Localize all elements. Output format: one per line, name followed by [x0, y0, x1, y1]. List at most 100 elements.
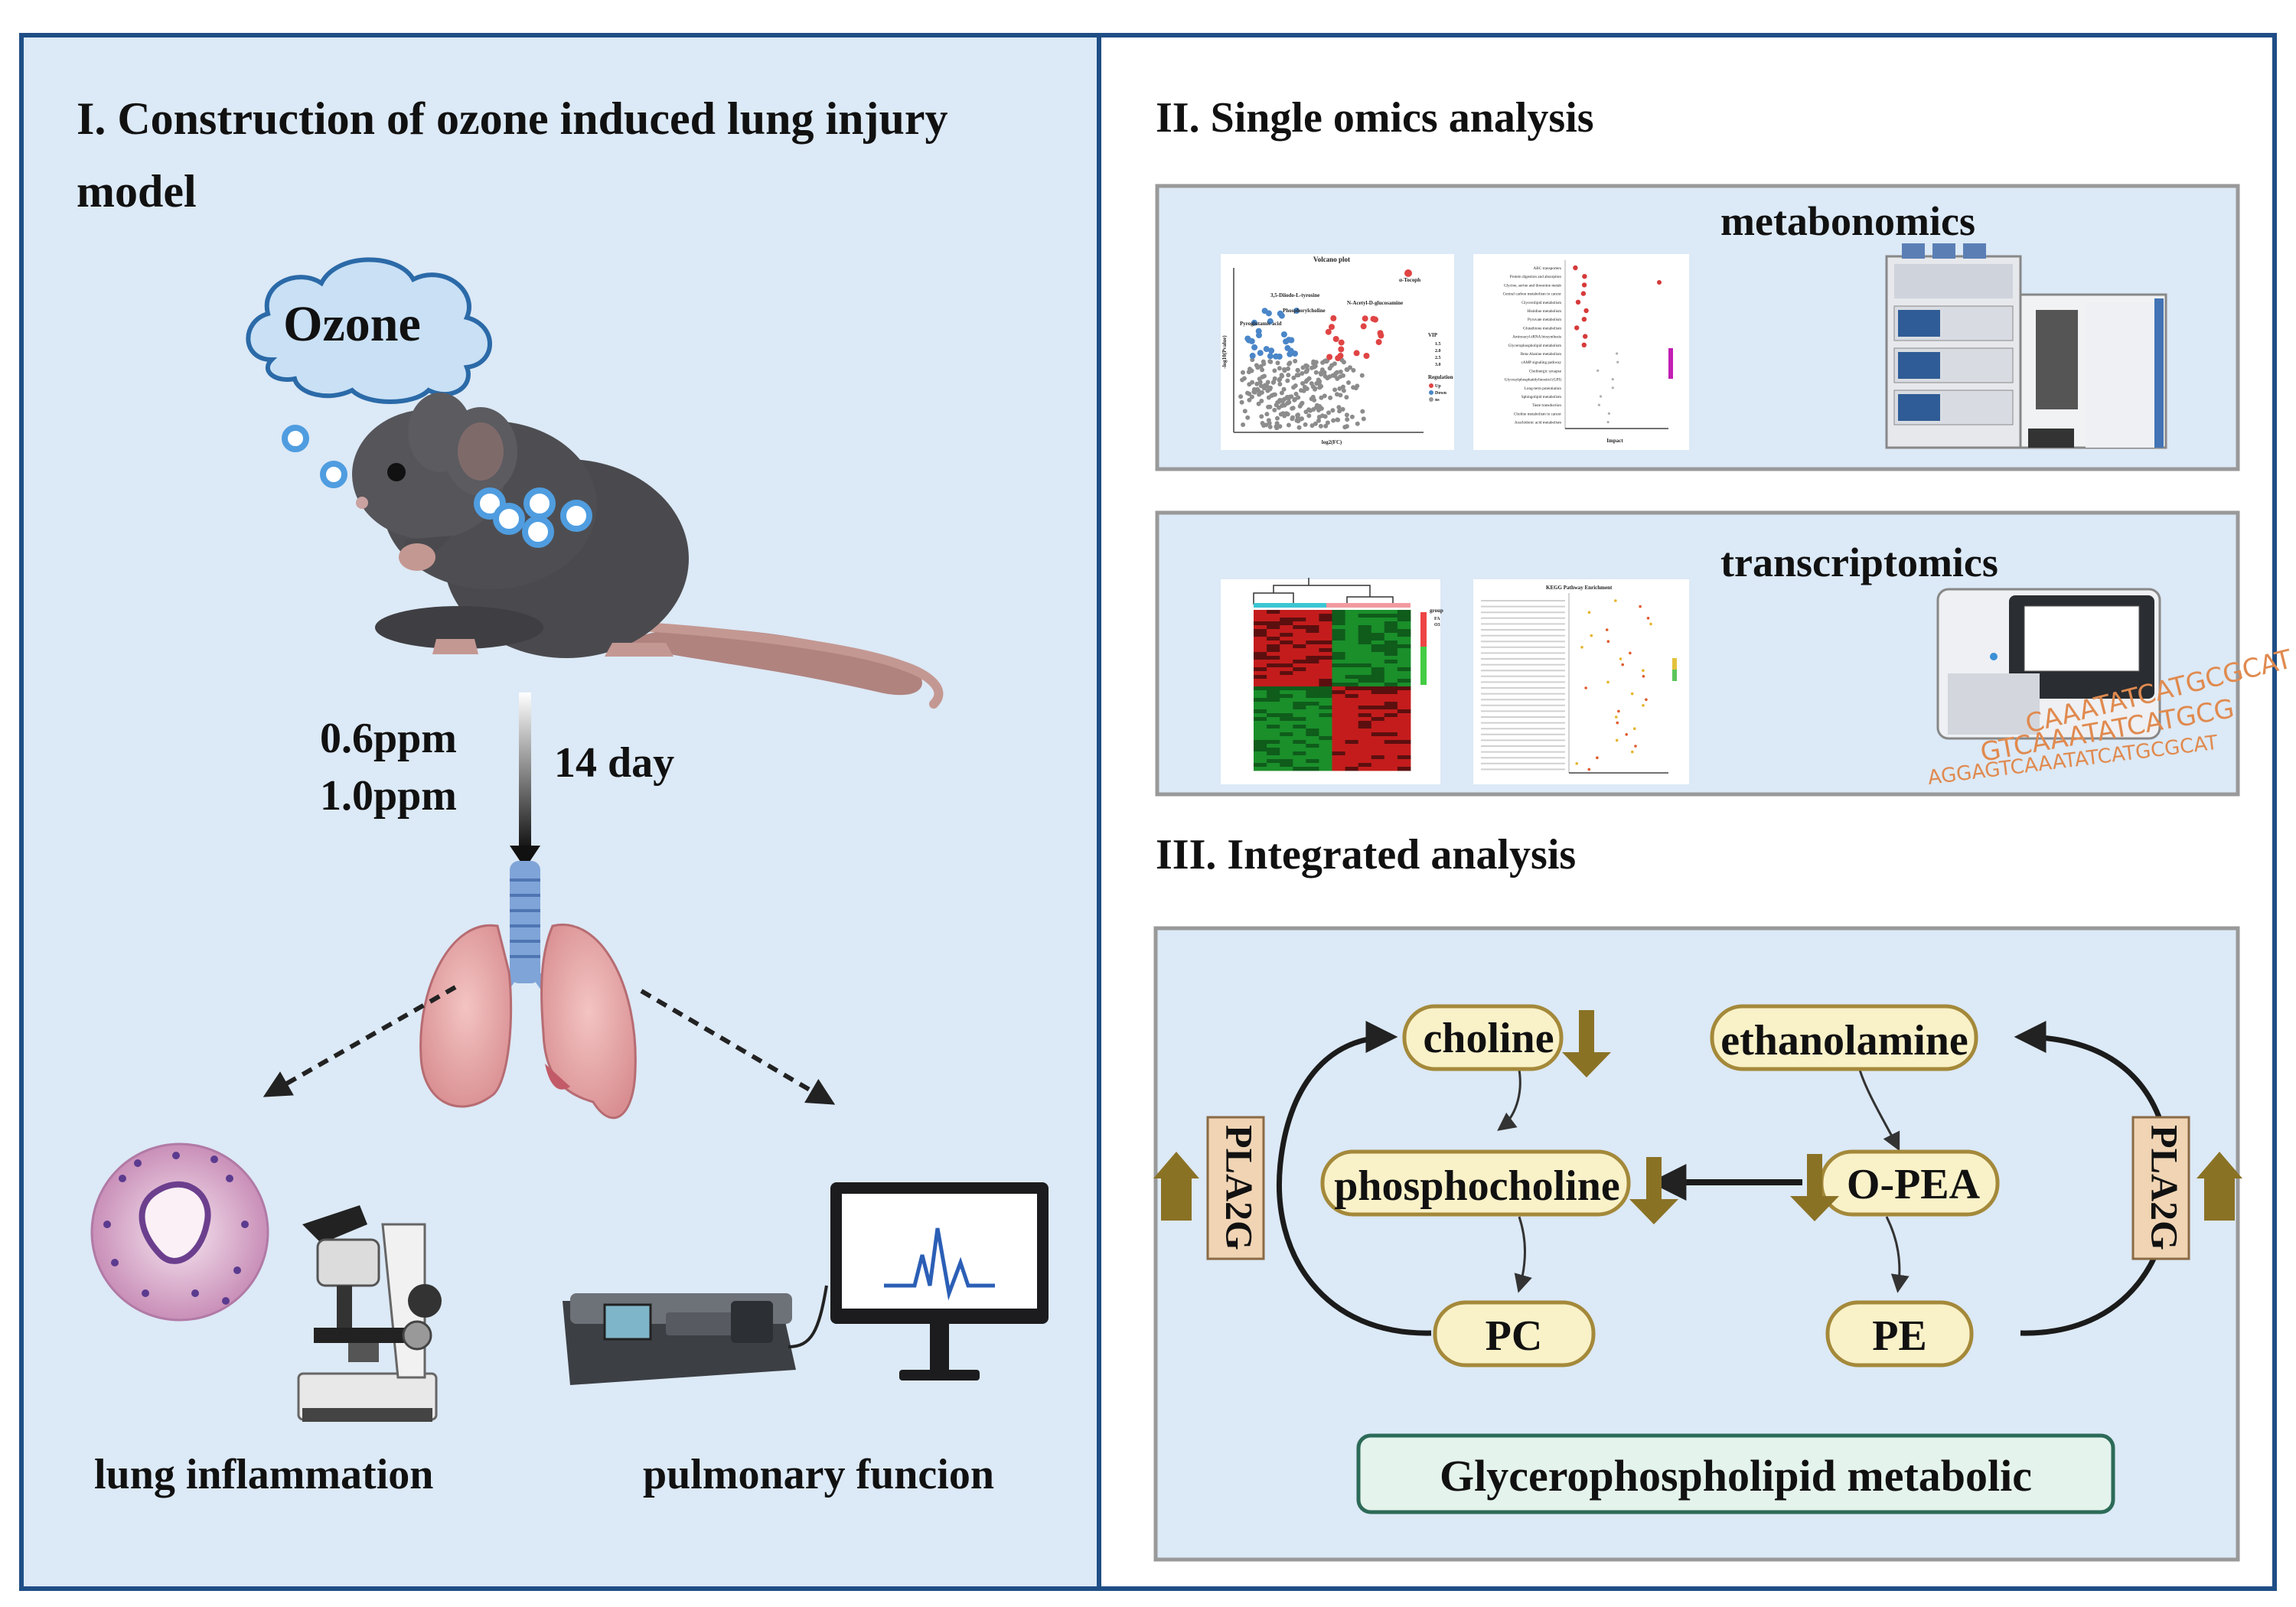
heatmap-cell	[1267, 721, 1280, 725]
heatmap-cell	[1254, 740, 1267, 745]
heatmap-cell	[1267, 610, 1280, 614]
heatmap-cell	[1319, 698, 1332, 702]
heatmap-cell	[1384, 729, 1398, 733]
heatmap-cell	[1358, 641, 1372, 645]
heatmap-cell	[1267, 618, 1280, 622]
heatmap-cell	[1358, 652, 1372, 657]
volcano-point-ns	[1318, 423, 1323, 429]
heatmap-cell	[1384, 706, 1398, 710]
volcano-legend-reg: Regulation	[1428, 374, 1453, 380]
heatmap-cell	[1293, 625, 1306, 630]
met-pathway-label: cAMP signaling pathway	[1521, 360, 1561, 365]
volcano-point-up	[1332, 336, 1339, 342]
heatmap-cell	[1345, 686, 1359, 691]
heatmap-cell	[1371, 618, 1385, 622]
enzyme-left: PLA2G	[1153, 1116, 1265, 1260]
heatmap-cell	[1280, 683, 1293, 687]
volcano-point-up	[1353, 350, 1360, 357]
volcano-point-ns	[1328, 395, 1333, 400]
volcano-point-ns	[1250, 380, 1255, 385]
volcano-label-2: 3,5-Diiodo-L-tyrosine	[1270, 292, 1319, 298]
heatmap-cell	[1345, 763, 1359, 768]
heatmap-cell	[1293, 698, 1306, 702]
heatmap-cell	[1371, 698, 1385, 702]
heatmap-cell	[1254, 709, 1267, 714]
heatmap-cell	[1254, 702, 1267, 706]
heatmap-cell	[1371, 679, 1385, 683]
volcano-point-ns	[1266, 404, 1271, 409]
heatmap-cell	[1345, 610, 1359, 614]
pathway-box: Glycerophospholipid metabolic	[1356, 1433, 2115, 1514]
heatmap-cell	[1319, 751, 1332, 756]
heatmap-cell	[1384, 660, 1398, 664]
heatmap-cell	[1293, 679, 1306, 683]
heatmap-cell	[1358, 763, 1372, 768]
volcano-point-ns	[1279, 398, 1283, 403]
heatmap-cell	[1267, 759, 1280, 764]
met-pathway-label: Glycosylphosphatidylinositol (GPI)	[1505, 377, 1561, 383]
heatmap-cell	[1306, 717, 1319, 722]
node-pc: PC	[1433, 1300, 1596, 1367]
volcano-point-ns	[1361, 416, 1366, 422]
heatmap-cell	[1267, 763, 1280, 768]
met-pathway-dot	[1581, 282, 1587, 288]
heatmap-cell	[1254, 751, 1267, 756]
volcano-ylabel: -log10(Pvalue)	[1221, 335, 1228, 369]
heatmap-cell	[1345, 736, 1359, 741]
heatmap-cell	[1358, 644, 1372, 649]
heatmap-cell	[1397, 667, 1411, 672]
volcano-point-ns	[1257, 380, 1263, 385]
heatmap-cell	[1267, 644, 1280, 649]
met-pathway-label: Arachidonic acid metabolism	[1515, 421, 1561, 425]
heatmap-cell	[1397, 652, 1411, 657]
volcano-point-ns	[1346, 380, 1351, 385]
heatmap-cell	[1254, 744, 1267, 748]
heatmap-cell	[1397, 633, 1411, 637]
volcano-point-ns	[1345, 417, 1350, 422]
heatmap-cell	[1332, 667, 1345, 672]
volcano-point-down	[1268, 347, 1275, 354]
heatmap-cell	[1371, 629, 1385, 634]
heatmap-cell	[1267, 702, 1280, 706]
volcano-point-ns	[1319, 372, 1324, 377]
reg-ns: ns	[1435, 398, 1440, 403]
volcano-point-ns	[1304, 386, 1309, 391]
volcano-point-ns	[1305, 367, 1310, 373]
heatmap-cell	[1345, 759, 1359, 764]
heatmap-cell	[1280, 751, 1293, 756]
heatmap-cell	[1280, 610, 1293, 614]
heatmap-cell	[1267, 732, 1280, 737]
heatmap-cell	[1306, 694, 1319, 699]
volcano-point-ns	[1281, 403, 1286, 408]
heatmap-cell	[1345, 667, 1359, 672]
heatmap-cell	[1254, 621, 1267, 626]
heatmap-cell	[1397, 679, 1411, 683]
kegg-dot	[1630, 692, 1634, 696]
volcano-point-ns	[1299, 388, 1303, 393]
heatmap-cell	[1254, 686, 1267, 691]
kegg-dot	[1615, 738, 1619, 742]
heatmap-cell	[1384, 751, 1398, 756]
heatmap-cell	[1293, 648, 1306, 653]
heatmap-cell	[1358, 618, 1372, 622]
heatmap-cell	[1397, 744, 1411, 748]
heatmap-cell	[1306, 713, 1319, 718]
heatmap-cell	[1319, 729, 1332, 733]
heatmap-cell	[1280, 690, 1293, 695]
vip-value-3: 2.5	[1435, 356, 1441, 360]
kegg-dot	[1617, 709, 1620, 713]
heatmap-cell	[1306, 656, 1319, 660]
heatmap-cell	[1397, 660, 1411, 664]
volcano-point-ns	[1327, 366, 1332, 371]
volcano-point-ns	[1300, 381, 1305, 386]
heatmap-cell	[1293, 755, 1306, 760]
heatmap-cell	[1280, 633, 1293, 637]
met-pathway-dot	[1616, 352, 1619, 355]
heatmap-cell	[1358, 702, 1372, 706]
met-pathway-label: Long-term potentiation	[1525, 386, 1562, 391]
heatmap-cell	[1267, 633, 1280, 637]
heatmap-cell	[1254, 729, 1267, 733]
volcano-point-down	[1256, 332, 1262, 339]
heatmap-cell	[1254, 648, 1267, 653]
heatmap-cells	[1254, 610, 1411, 771]
